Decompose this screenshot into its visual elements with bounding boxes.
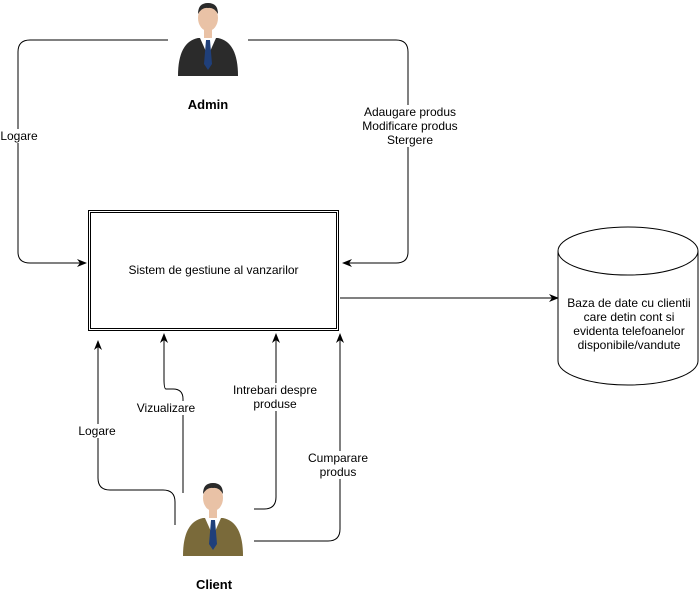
- database-label-line: Baza de date cu clientii: [567, 296, 691, 310]
- database-label-line: disponibile/vandute: [577, 338, 681, 352]
- edge-label-line: Stergere: [386, 133, 434, 147]
- edge-client-buy: [254, 333, 344, 542]
- edge-label-admin-actions: Adaugare produs Modificare produs Sterge…: [356, 105, 464, 147]
- admin-name: Admin: [187, 97, 229, 112]
- edge-label-line: Modificare produs: [362, 119, 458, 133]
- edge-label-admin-login: Logare: [0, 129, 38, 143]
- edge-label-client-buy: Cumparare produs: [302, 451, 374, 479]
- database-cylinder: [557, 226, 699, 386]
- businessman-dark-suit-icon: [178, 3, 238, 76]
- database-label-line: evidenta telefoanelor: [573, 324, 685, 338]
- edge-label-line: Adaugare produs: [363, 105, 457, 119]
- edge-client-login: [94, 340, 176, 525]
- edge-label-client-questions: Intrebari despre produse: [226, 383, 324, 411]
- edge-label-line: Cumparare: [307, 451, 369, 465]
- edge-client-questions: [254, 333, 280, 510]
- edge-label-line: produs: [319, 465, 357, 479]
- database-label-line: care detin cont si: [583, 310, 675, 324]
- edge-label-client-view: Vizualizare: [134, 401, 198, 415]
- system-title: Sistem de gestiune al vanzarilor: [128, 263, 299, 277]
- system-box: Sistem de gestiune al vanzarilor: [88, 210, 339, 331]
- edge-admin-login: [17, 39, 168, 267]
- businessman-olive-suit-icon: [183, 483, 243, 556]
- edge-label-client-login: Logare: [76, 424, 118, 438]
- database-label: Baza de date cu clientii care detin cont…: [560, 296, 698, 352]
- edge-label-line: produse: [253, 397, 297, 411]
- edge-label-line: Intrebari despre: [232, 383, 318, 397]
- edge-client-view: [160, 333, 184, 493]
- edge-admin-actions: [248, 39, 409, 267]
- client-name: Client: [195, 577, 233, 592]
